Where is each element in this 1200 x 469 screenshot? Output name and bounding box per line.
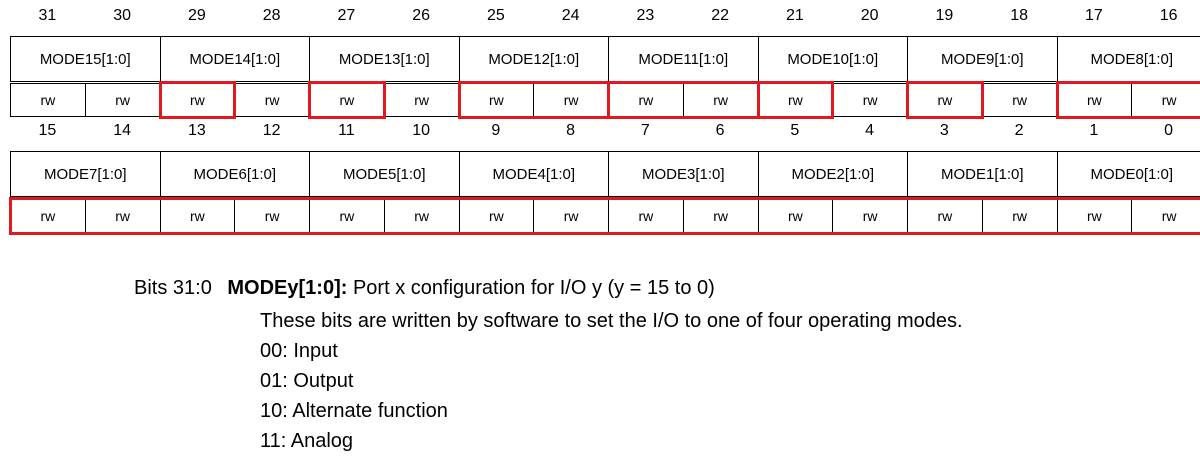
bit-number: 29 [187,7,206,24]
bit-number: 20 [860,7,879,24]
bit-number: 12 [262,122,281,139]
access-type: rw [608,83,684,117]
bit-number: 9 [491,122,501,139]
bit-number: 13 [187,122,206,139]
register-field: MODE10[1:0] [757,36,908,82]
register-field: MODE4[1:0] [458,151,609,197]
bit-number: 15 [38,122,57,139]
access-type: rw [757,83,834,117]
access-type: rw [458,83,535,117]
description-header-line: Bits 31:0 MODEy[1:0]: Port x configurati… [134,273,715,303]
mode-option-00: 00: Input [260,340,338,362]
access-type: rw [10,83,86,117]
register-field: MODE0[1:0] [1056,151,1200,197]
register-field: MODE5[1:0] [309,151,460,197]
mode-option-10: 10: Alternate function [260,400,448,422]
access-type: rw [383,83,460,117]
access-type: rw [234,83,310,117]
bit-number: 25 [486,7,505,24]
bit-number: 26 [412,7,431,24]
bit-number: 11 [338,122,355,139]
access-type: rw [234,199,310,233]
bit-number: 7 [640,122,650,139]
bit-number: 5 [790,122,800,139]
access-type: rw [682,199,759,233]
bit-number: 24 [561,7,580,24]
access-type: rw [1056,199,1133,233]
register-field: MODE15[1:0] [10,36,161,82]
bit-number: 8 [566,122,576,139]
bit-number: 0 [1164,122,1174,139]
bit-number: 10 [412,122,431,139]
bit-number: 6 [715,122,725,139]
bit-number: 1 [1089,122,1099,139]
access-type: rw [458,199,535,233]
access-type: rw [159,83,236,117]
bit-number: 30 [113,7,132,24]
access-type: rw [309,83,385,117]
bit-number: 22 [711,7,730,24]
register-field: MODE3[1:0] [608,151,759,197]
access-type: rw [682,83,759,117]
bit-number: 3 [939,122,949,139]
access-type: rw [907,199,983,233]
bit-number: 17 [1084,7,1103,24]
access-type: rw [608,199,684,233]
description-detail: These bits are written by software to se… [260,310,963,332]
access-type: rw [84,83,161,117]
register-field: MODE13[1:0] [309,36,460,82]
mode-option-01: 01: Output [260,370,354,392]
mode-option-11: 11: Analog [260,430,354,452]
access-type: rw [981,199,1058,233]
register-field: MODE12[1:0] [458,36,609,82]
access-type: rw [10,199,86,233]
bit-number: 16 [1159,7,1178,24]
access-type: rw [832,83,908,117]
register-field: MODE2[1:0] [757,151,908,197]
bit-number: 19 [935,7,954,24]
access-type: rw [832,199,908,233]
access-type: rw [907,83,983,117]
bit-number: 18 [1010,7,1029,24]
register-field: MODE1[1:0] [907,151,1058,197]
bit-number: 2 [1014,122,1024,139]
field-name: MODEy[1:0]: [227,277,348,299]
access-type: rw [84,199,161,233]
register-field: MODE9[1:0] [907,36,1058,82]
register-field: MODE7[1:0] [10,151,161,197]
access-type: rw [533,83,609,117]
access-type: rw [159,199,236,233]
access-type: rw [1056,83,1133,117]
access-type: rw [1131,83,1200,117]
register-field: MODE6[1:0] [159,151,310,197]
bit-number: 4 [865,122,875,139]
access-type: rw [383,199,460,233]
access-type: rw [1131,199,1200,233]
bit-number: 14 [113,122,132,139]
access-type: rw [309,199,385,233]
bit-number: 31 [38,7,57,24]
bit-number: 21 [785,7,804,24]
register-field: MODE11[1:0] [608,36,759,82]
access-type: rw [981,83,1058,117]
register-field: MODE8[1:0] [1056,36,1200,82]
access-type: rw [757,199,834,233]
register-field: MODE14[1:0] [159,36,310,82]
bits-label: Bits 31:0 [134,277,212,299]
access-type: rw [533,199,609,233]
bit-number: 23 [636,7,655,24]
bit-number: 28 [262,7,281,24]
field-summary: Port x configuration for I/O y (y = 15 t… [352,277,715,299]
bit-number: 27 [337,7,356,24]
